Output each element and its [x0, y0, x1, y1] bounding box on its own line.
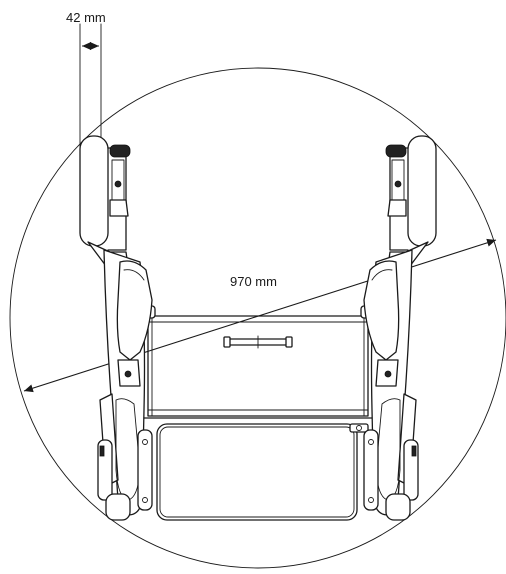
- rollator-drawing: [79, 135, 437, 521]
- left-side-frame: [79, 135, 153, 521]
- basket: [149, 417, 369, 521]
- turning-circle: [9, 67, 506, 569]
- gap-label: 42 mm: [66, 10, 106, 25]
- diameter-label: 970 mm: [230, 274, 277, 289]
- gap-dimension: [79, 23, 102, 151]
- seat-handle: [223, 335, 293, 349]
- seat-frame: [142, 305, 374, 417]
- right-side-frame: [363, 135, 437, 521]
